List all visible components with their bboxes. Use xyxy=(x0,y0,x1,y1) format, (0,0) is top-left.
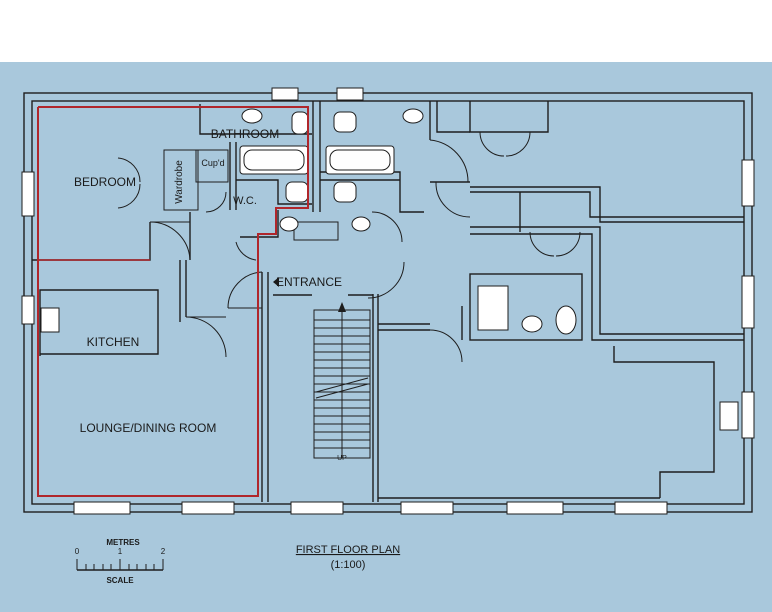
room-label-bathroom: BATHROOM xyxy=(211,127,279,141)
plan-scale-ratio: (1:100) xyxy=(331,559,366,571)
room-label-wardrobe: Wardrobe xyxy=(174,160,185,204)
room-label-bedroom: BEDROOM xyxy=(74,175,136,189)
room-label-wc: W.C. xyxy=(233,195,257,207)
flat-boundary-outline xyxy=(37,106,309,497)
scale-unit-label: METRES xyxy=(106,538,140,547)
room-label-entrance: ENTRANCE xyxy=(276,275,342,289)
staircase xyxy=(313,302,371,459)
internal-walls xyxy=(32,101,744,502)
floor-plan-drawing: BATHROOM BEDROOM Wardrobe Cup'd W.C. ENT… xyxy=(21,87,755,585)
room-label-cupboard: Cup'd xyxy=(201,158,224,168)
floor-plan-area: BATHROOM BEDROOM Wardrobe Cup'd W.C. ENT… xyxy=(0,62,772,612)
scale-tick-1: 1 xyxy=(118,547,123,556)
scale-bar: METRES 0 1 2 SCALE xyxy=(75,538,166,585)
scale-tick-0: 0 xyxy=(75,547,80,556)
windows xyxy=(21,87,755,515)
room-label-lounge-dining: LOUNGE/DINING ROOM xyxy=(80,421,217,435)
plan-title: FIRST FLOOR PLAN xyxy=(296,544,400,556)
scale-caption: SCALE xyxy=(106,576,134,585)
doors xyxy=(117,131,581,363)
room-label-kitchen: KITCHEN xyxy=(87,335,140,349)
stair-up-label: UP xyxy=(337,455,347,462)
sanitary-fixtures xyxy=(40,108,739,431)
entrance-arrow-icon xyxy=(273,277,279,287)
scale-tick-2: 2 xyxy=(161,547,166,556)
